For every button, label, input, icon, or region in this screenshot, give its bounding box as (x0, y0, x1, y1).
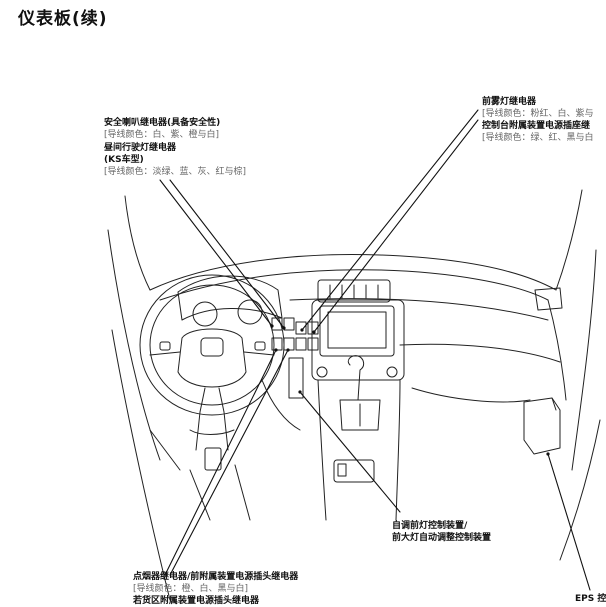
leader-arrowheads (270, 324, 550, 456)
leader-headlight-ctrl (299, 391, 401, 513)
spoke-right (243, 351, 275, 356)
right-a-pillar (555, 189, 583, 291)
relay-block-lower-3 (295, 337, 307, 351)
left-a-pillar (124, 195, 151, 291)
leader-lighter-relay-1 (164, 349, 277, 576)
relay-block-lower-2 (283, 337, 295, 351)
label-lighter-relay: 点烟器继电器/前附属装置电源插头继电器 [导线颜色：橙、白、黑与白] 若货区附属… (133, 572, 299, 606)
gauge-right (237, 299, 263, 325)
spoke-left (149, 351, 181, 356)
steering-hub (177, 328, 247, 388)
pedal-area (149, 429, 251, 521)
right-body-lower (559, 419, 601, 561)
headlight-control-unit (288, 357, 304, 399)
leader-fog-relay-1 (301, 109, 479, 331)
label-fog-relay: 前雾灯继电器 [导线颜色：粉红、白、紫与 控制台附属装置电源插座继 [导线颜色：… (482, 97, 594, 143)
label-eps: EPS 控 (575, 594, 606, 604)
dashboard-top-inner (159, 269, 549, 301)
page-title: 仪表板(续) (18, 9, 108, 29)
console-switch (337, 463, 347, 477)
steering-wheel-outer (139, 274, 285, 416)
leader-lighter-relay-2 (169, 349, 289, 576)
lower-dash-left (261, 379, 301, 431)
spoke-bottom (199, 387, 206, 413)
relay-block-upper-1 (271, 317, 283, 331)
steering-logo (200, 337, 224, 357)
center-panel (311, 299, 405, 381)
pedal (204, 447, 222, 471)
right-dash-edge (547, 299, 567, 401)
gear-lever (347, 355, 365, 401)
left-body-lower (111, 329, 171, 601)
console-cup-holder (333, 459, 375, 483)
right-air-vent (534, 287, 563, 311)
relay-block-upper-2 (283, 317, 295, 331)
steering-column (195, 411, 229, 451)
leader-horn-relay (159, 179, 273, 327)
left-door-line (107, 229, 161, 461)
label-horn-relay: 安全喇叭继电器(具备安全性) [导线颜色：白、紫、橙与白] (104, 118, 221, 140)
steering-button-right (254, 341, 266, 351)
relay-block-upper-4 (307, 321, 319, 335)
leader-fog-relay-2 (313, 119, 479, 333)
steering-button-left (159, 341, 171, 351)
dashboard-lower-line (399, 343, 561, 363)
hvac-knob-right (386, 366, 398, 378)
relay-block-upper-3 (295, 321, 307, 335)
relay-block-lower-4 (307, 337, 319, 351)
gauge-left (192, 301, 218, 327)
dashboard-face-line (289, 298, 549, 321)
leader-lines (159, 109, 591, 591)
center-console-right (395, 379, 401, 521)
instrument-hood (177, 275, 283, 321)
steering-wheel-inner (149, 284, 275, 406)
leader-drl-relay (169, 179, 285, 329)
center-display-screen (327, 311, 387, 349)
hvac-knob-left (316, 366, 328, 378)
leader-eps (547, 453, 591, 591)
dashboard-top (149, 253, 557, 291)
label-drl-relay: 昼间行驶灯继电器 (KS车型) [导线颜色：淡绿、蓝、灰、红与棕] (104, 143, 247, 177)
lower-dash-right (411, 387, 531, 403)
label-headlight-control: 自调前灯控制装置/ 前大灯自动调整控制装置 (392, 521, 492, 543)
center-console-left (317, 379, 327, 521)
gear-gate (339, 399, 381, 431)
right-door-line (571, 249, 597, 471)
